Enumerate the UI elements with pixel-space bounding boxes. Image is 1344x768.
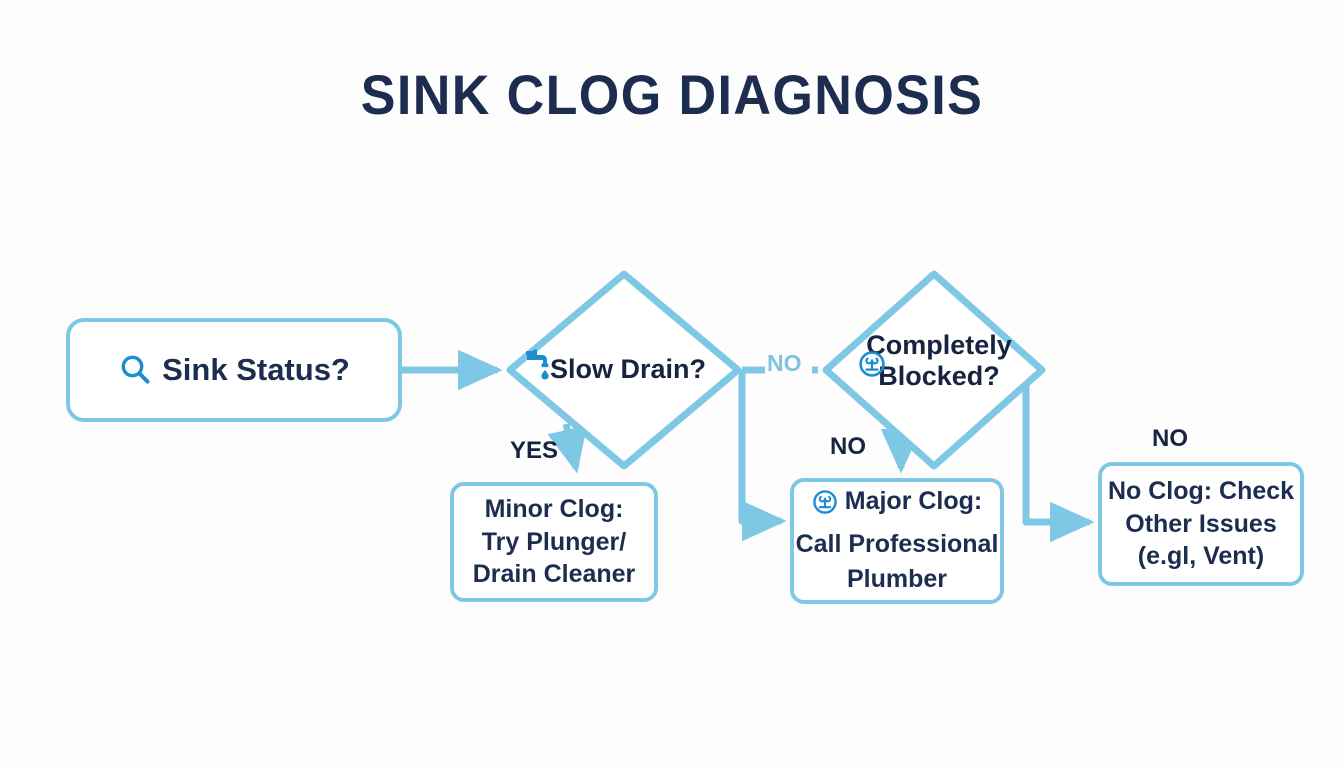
major-clog-line-2: Call Professional [795,529,999,558]
wrench-circle-icon [812,489,838,515]
minor-clog-line-1: Minor Clog: [484,495,624,524]
node-sink-status-label: Sink Status? [162,352,350,387]
diamond-shape-completely-blocked [822,270,1046,470]
node-major-clog[interactable]: Major Clog: Call Professional Plumber [790,478,1004,604]
page-title: SINK CLOG DIAGNOSIS [360,63,984,126]
major-clog-line-1: Major Clog: [844,487,983,516]
blocked-line-1: Completely [866,330,1012,360]
edge-label-no-to-major: NO [830,433,866,460]
major-clog-body: Call Professional Plumber [794,527,1000,598]
no-clog-line-2: Other Issues [1125,509,1277,538]
diamond-shape-slow-drain [506,270,742,470]
no-clog-line-1: No Clog: Check [1107,477,1295,506]
edge-slow-to-minor [547,423,588,474]
decision-slow-drain-label: Slow Drain? [549,354,706,385]
decision-completely-blocked-label: Completely Blocked? [866,330,1012,393]
edge-label-no-to-noclog: NO [1152,425,1188,452]
edge-label-yes: YES [510,437,559,464]
major-clog-heading: Major Clog: [794,484,1000,520]
node-sink-status[interactable]: Sink Status? [66,318,402,422]
no-clog-line-3: (e.gl, Vent) [1137,542,1265,571]
decision-completely-blocked-content: Completely Blocked? [844,328,1026,414]
node-minor-clog[interactable]: Minor Clog: Try Plunger/ Drain Cleaner [450,482,658,602]
major-clog-line-3: Plumber [846,565,948,594]
minor-clog-line-3: Drain Cleaner [472,560,636,589]
search-icon [118,353,152,387]
edge-blocked-to-noclog [1022,386,1095,543]
minor-clog-line-2: Try Plunger/ [481,527,627,556]
edge-slow-to-major [738,370,787,542]
decision-completely-blocked[interactable]: Completely Blocked? [822,270,1046,470]
blocked-line-2: Blocked? [878,361,1000,392]
decision-slow-drain-content: Slow Drain? [524,348,724,392]
decision-slow-drain[interactable]: Slow Drain? [506,270,742,470]
edge-label-no-to-blocked: NO [767,350,802,376]
node-no-clog[interactable]: No Clog: Check Other Issues (e.gl, Vent) [1098,462,1304,586]
